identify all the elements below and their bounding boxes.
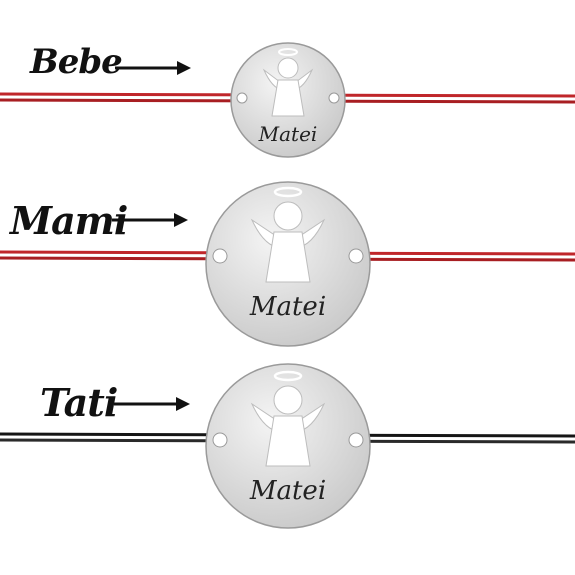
bracelet-label: Mami <box>10 198 128 243</box>
bracelet-row-bebe: Bebe Matei <box>0 0 575 180</box>
medal-engraving: Matei <box>249 476 327 506</box>
angel-medal <box>205 363 371 529</box>
angel-icon <box>250 370 326 467</box>
right-arrow-icon <box>115 61 191 75</box>
bracelet-row-mami: Mami Matei <box>0 180 575 360</box>
medal-engraving: Matei <box>258 122 318 146</box>
angel-icon <box>250 186 326 283</box>
bracelet-label: Bebe <box>30 42 123 82</box>
angel-medal <box>205 181 371 347</box>
angel-medal <box>230 42 346 158</box>
angel-icon <box>262 48 314 117</box>
bracelet-row-tati: Tati Matei <box>0 360 575 560</box>
right-arrow-icon <box>112 213 188 227</box>
bracelet-label: Tati <box>40 380 118 425</box>
medal-engraving: Matei <box>249 292 327 322</box>
right-arrow-icon <box>114 397 190 411</box>
